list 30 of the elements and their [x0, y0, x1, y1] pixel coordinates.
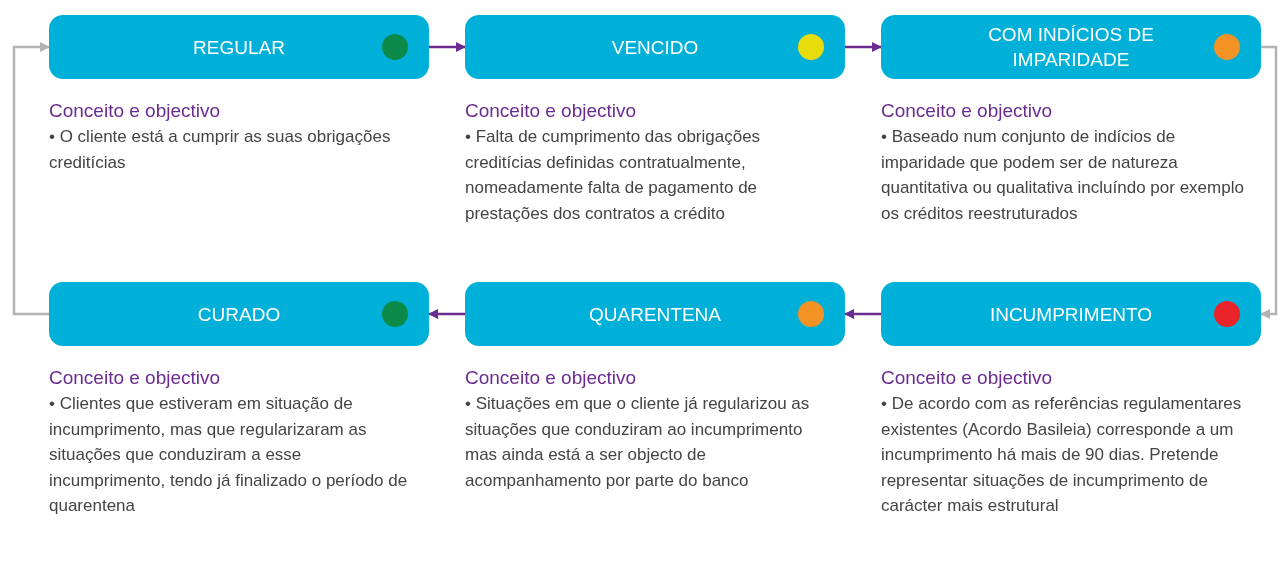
status-title: INCUMPRIMENTO: [989, 302, 1153, 327]
status-title: COM INDÍCIOS DE IMPARIDADE: [987, 23, 1155, 72]
section-heading: Conceito e objectivo: [881, 366, 1054, 390]
description-text: • Clientes que estiveram em situação de incumprimento, mas que regularizaram as situações que conduziram a esse incumprimento, tendo já finalizado o período de quarentena: [49, 393, 409, 517]
description-text: • Situações em que o cliente já regularizou as situações que conduziram ao incumprimento mas ainda está a ser objecto de acompanhamento por parte do banco: [465, 393, 811, 492]
status-title: QUARENTENA: [589, 302, 721, 327]
status-box: [49, 15, 429, 79]
section-heading: Conceito e objectivo: [49, 99, 222, 123]
description-text: • De acordo com as referências regulamentares existentes (Acordo Basileia) corresponde a um incumprimento há mais de 90 dias. Pretende representar situações de incumprimento de carácter mais estrutural: [881, 393, 1243, 517]
arrow: [428, 309, 465, 319]
arrow: [12, 42, 50, 316]
arrow: [844, 309, 881, 319]
status-box: [881, 15, 1261, 79]
arrow: [429, 42, 466, 52]
status-box: [881, 282, 1261, 346]
section-heading: Conceito e objectivo: [881, 99, 1054, 123]
arrow: [1260, 45, 1278, 319]
section-heading: Conceito e objectivo: [465, 366, 638, 390]
status-title: REGULAR: [193, 35, 285, 60]
description-text: • O cliente está a cumprir as suas obrigações creditícias: [49, 126, 392, 174]
status-title: VENCIDO: [611, 35, 699, 60]
status-box: [465, 15, 845, 79]
status-title: CURADO: [197, 302, 281, 327]
section-heading: Conceito e objectivo: [465, 99, 638, 123]
description-text: • Baseado num conjunto de indícios de imparidade que podem ser de natureza quantitativa ou qualitativa incluíndo por exemplo os créditos reestruturados: [881, 126, 1245, 225]
status-box: [49, 282, 429, 346]
arrow: [845, 42, 882, 52]
status-box: [465, 282, 845, 346]
section-heading: Conceito e objectivo: [49, 366, 222, 390]
description-text: • Falta de cumprimento das obrigações creditícias definidas contratualmente, nomeadamente falta de pagamento de prestações dos contratos a crédito: [465, 126, 762, 225]
